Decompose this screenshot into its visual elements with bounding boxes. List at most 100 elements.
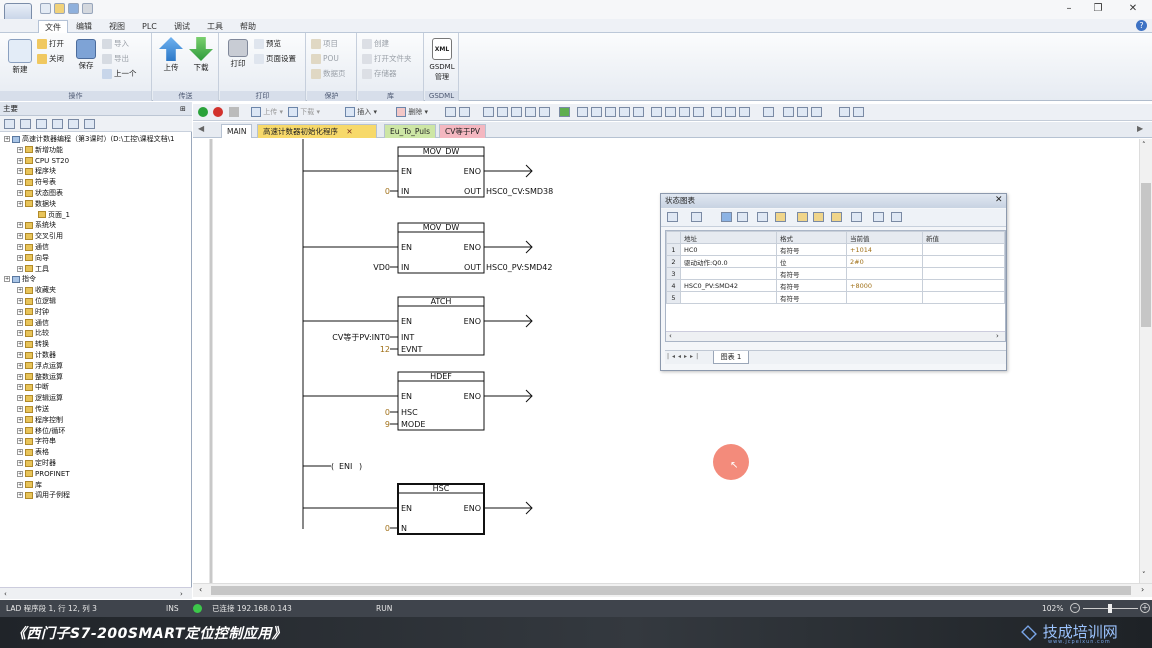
restore-button[interactable]: ❐	[1093, 3, 1103, 14]
close-window-button[interactable]: ✕	[1128, 3, 1138, 14]
tab-plc[interactable]: PLC	[142, 22, 157, 31]
toolbar-icon[interactable]	[445, 107, 456, 117]
toolbar-icon[interactable]	[559, 107, 570, 117]
toolbar-icon[interactable]	[679, 107, 690, 117]
protect-pou-button[interactable]: POU	[311, 54, 339, 64]
scroll-up-icon[interactable]: ˄	[1142, 141, 1146, 149]
sheet-nav-icon[interactable]: |◂◂▸▸|	[667, 353, 702, 360]
minimize-button[interactable]: –	[1066, 3, 1072, 14]
tab-cv-eq-pv[interactable]: CV等于PV	[439, 124, 487, 138]
toolbar-icon[interactable]	[691, 212, 702, 222]
tree-item[interactable]: +转换	[17, 339, 49, 350]
expand-icon[interactable]: +	[17, 254, 23, 261]
insert-button[interactable]: 插入 ▾	[345, 107, 377, 118]
address-cell[interactable]: HC0	[680, 243, 777, 256]
toolbar-icon[interactable]	[797, 107, 808, 117]
save-icon[interactable]	[68, 3, 79, 14]
scroll-down-icon[interactable]: ˅	[1142, 571, 1146, 579]
tab-main[interactable]: MAIN	[221, 124, 253, 138]
upload-button[interactable]: 上传	[157, 37, 185, 73]
expand-icon[interactable]: +	[17, 427, 23, 434]
tree-item[interactable]: +程序块	[17, 166, 56, 177]
expand-icon[interactable]: +	[17, 168, 23, 175]
tab-file[interactable]: 文件	[38, 20, 68, 33]
tree-item[interactable]: +交叉引用	[17, 231, 63, 242]
tree-item[interactable]: +符号表	[17, 177, 56, 188]
expand-icon[interactable]: +	[17, 287, 23, 294]
protect-project-button[interactable]: 项目	[311, 39, 338, 49]
vertical-scrollbar[interactable]: ˄ ˅	[1139, 139, 1152, 583]
save-button[interactable]: 保存	[72, 39, 100, 71]
scroll-right-icon[interactable]: ›	[1141, 585, 1145, 594]
tree-item[interactable]: +比较	[17, 328, 49, 339]
expand-icon[interactable]: +	[17, 179, 23, 186]
open-button[interactable]: 打开	[37, 39, 64, 49]
scroll-left-icon[interactable]: ‹	[669, 332, 672, 340]
tree-item[interactable]: +通信	[17, 318, 49, 329]
new-value-cell[interactable]	[922, 255, 1005, 268]
expand-icon[interactable]: +	[17, 362, 23, 369]
pin-icon[interactable]: ⊞	[180, 105, 186, 113]
protect-datapage-button[interactable]: 数据页	[311, 69, 346, 79]
address-cell[interactable]: 驱动动作:Q0.0	[680, 255, 777, 268]
zoom-out-icon[interactable]: –	[1070, 603, 1080, 613]
expand-icon[interactable]: +	[17, 319, 23, 326]
toolbar-icon[interactable]	[797, 212, 808, 222]
expand-icon[interactable]: +	[17, 146, 23, 153]
tree-item[interactable]: 页面_1	[30, 210, 70, 221]
expand-icon[interactable]: +	[17, 341, 23, 348]
toolbar-icon[interactable]	[577, 107, 588, 117]
scroll-right-icon[interactable]: ›	[996, 332, 999, 340]
print-icon[interactable]	[82, 3, 93, 14]
scroll-thumb[interactable]	[1141, 183, 1151, 327]
toolbar-icon[interactable]	[811, 107, 822, 117]
tree-item[interactable]: +计数器	[17, 350, 56, 361]
toolbar-icon[interactable]	[711, 107, 722, 117]
tab-hsc-init[interactable]: 高速计数器初始化程序 ✕	[257, 124, 377, 138]
table-hscrollbar[interactable]: ‹ ›	[666, 331, 1005, 341]
tree-item[interactable]: +收藏夹	[17, 285, 56, 296]
expand-icon[interactable]: +	[4, 136, 10, 142]
new-button[interactable]: 新建	[6, 39, 34, 75]
expand-icon[interactable]	[30, 212, 36, 218]
tree-item[interactable]: +中断	[17, 382, 49, 393]
tree-item[interactable]: +向导	[17, 253, 49, 264]
new-value-cell[interactable]	[922, 243, 1005, 256]
tree-item[interactable]: +表格	[17, 447, 49, 458]
expand-icon[interactable]: +	[17, 492, 23, 499]
create-library-button[interactable]: 创建	[362, 39, 389, 49]
toolbar-icon[interactable]	[633, 107, 644, 117]
tree-item[interactable]: +移位/循环	[17, 426, 65, 437]
toolbar-icon[interactable]	[693, 107, 704, 117]
download-toolbar-button[interactable]: 下载 ▾	[288, 107, 320, 118]
horizontal-scrollbar[interactable]: ‹ ›	[193, 583, 1152, 597]
gsdml-manage-button[interactable]: XML GSDML管理	[427, 38, 457, 82]
stop-icon[interactable]	[213, 107, 223, 117]
expand-icon[interactable]: +	[17, 438, 23, 445]
tab-debug[interactable]: 调试	[174, 22, 190, 31]
expand-icon[interactable]: +	[17, 200, 23, 207]
toolbar-icon[interactable]	[619, 107, 630, 117]
previous-button[interactable]: 上一个	[102, 69, 137, 79]
scroll-thumb[interactable]	[211, 586, 1131, 595]
view-icon[interactable]	[4, 119, 15, 129]
tab-edit[interactable]: 编辑	[76, 22, 92, 31]
toolbar-icon[interactable]	[721, 212, 732, 222]
tree-item[interactable]: +指令	[4, 274, 36, 285]
close-button[interactable]: 关闭	[37, 54, 64, 64]
tab-scroll-right-icon[interactable]: ▶	[1137, 124, 1144, 133]
toolbar-icon[interactable]	[739, 107, 750, 117]
tree-item[interactable]: +PROFINET	[17, 469, 70, 480]
expand-icon[interactable]: +	[17, 233, 23, 240]
tab-tools[interactable]: 工具	[207, 22, 223, 31]
toolbar-icon[interactable]	[651, 107, 662, 117]
open-folder-icon[interactable]	[54, 3, 65, 14]
tree-item[interactable]: +高速计数器编程（第3课时）(D:\工控\课程文档\1	[4, 134, 174, 145]
toolbar-icon[interactable]	[497, 107, 508, 117]
zoom-slider-thumb[interactable]	[1108, 604, 1112, 613]
toolbar-icon[interactable]	[873, 212, 884, 222]
